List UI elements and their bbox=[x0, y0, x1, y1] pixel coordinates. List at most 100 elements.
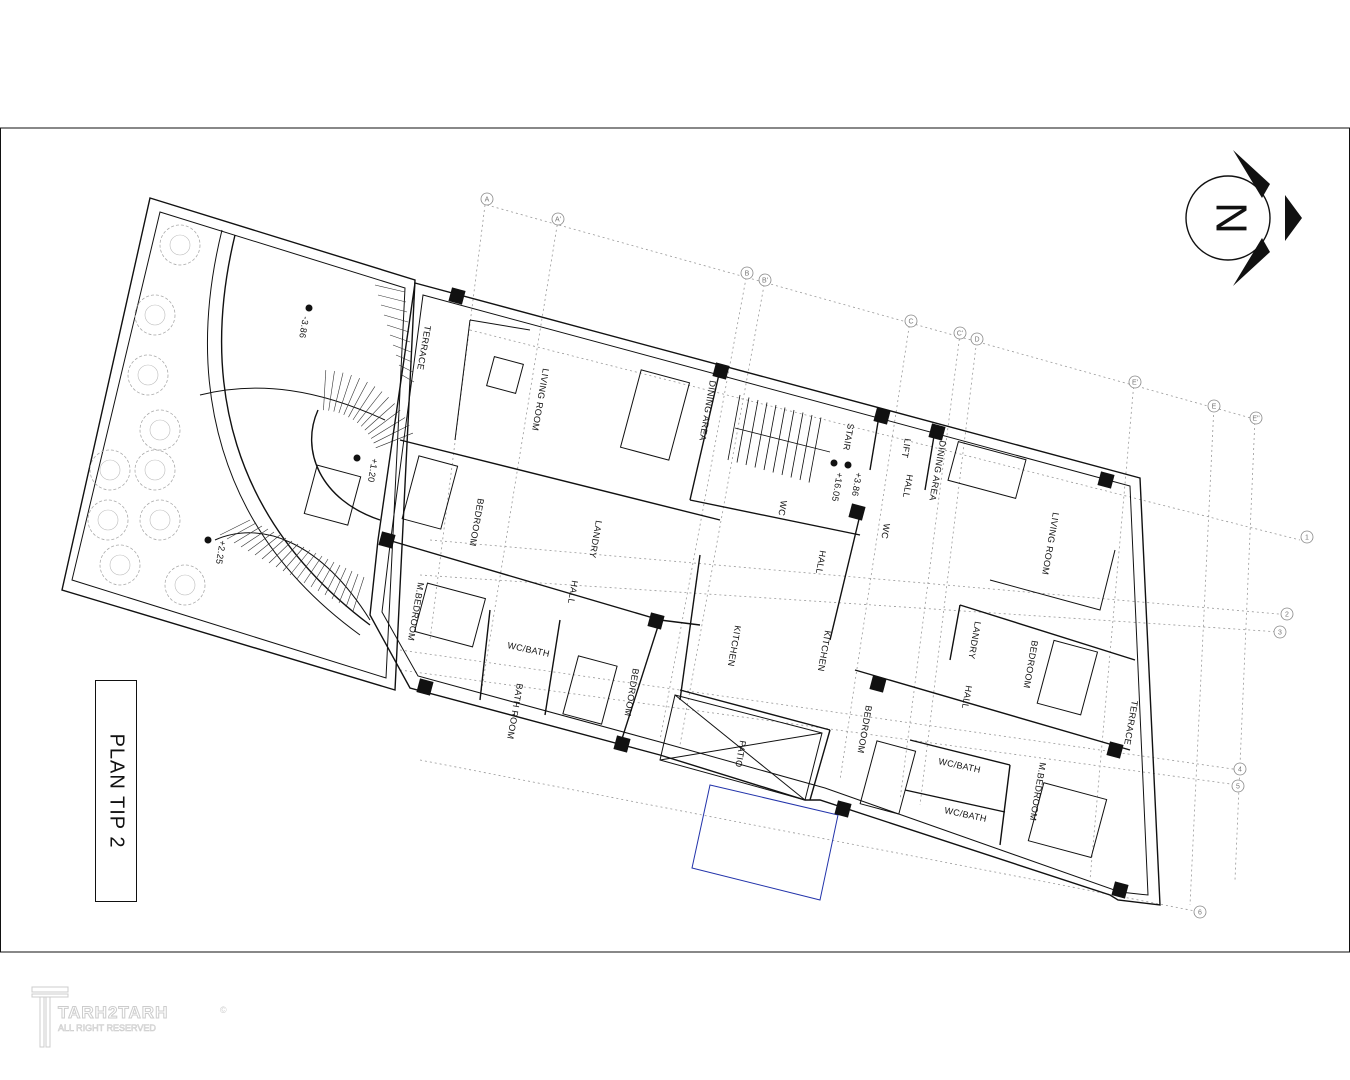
grid-bubble bbox=[953, 326, 967, 340]
tree-icon bbox=[139, 409, 181, 451]
building-walls bbox=[369, 282, 1161, 906]
grid-bubble bbox=[758, 273, 772, 287]
north-label: N bbox=[1206, 202, 1255, 234]
north-arrow: N bbox=[1185, 150, 1302, 286]
column bbox=[613, 735, 631, 753]
column bbox=[1106, 741, 1124, 759]
room-labels: TERRACE LIVING ROOM DINING AREA BEDROOM … bbox=[406, 325, 1140, 824]
grid-bubble-label: 1 bbox=[1305, 535, 1309, 542]
drawing-frame bbox=[0, 127, 1350, 953]
grid-bubble bbox=[1128, 375, 1142, 389]
label-terrace-right: TERRACE bbox=[1122, 700, 1140, 746]
grid-bubble-label: D bbox=[974, 337, 979, 344]
grid-bubble-label: A bbox=[485, 197, 490, 204]
grid-bubble bbox=[1300, 530, 1314, 544]
grid-bubble-label: A' bbox=[555, 217, 561, 224]
label-master-bedroom-right: M.BEDROOM bbox=[1028, 762, 1048, 822]
column bbox=[873, 407, 891, 425]
watermark-copyright: © bbox=[220, 1005, 227, 1015]
column bbox=[378, 531, 396, 549]
label-dining-area-left: DINING AREA bbox=[697, 380, 717, 442]
column bbox=[1097, 471, 1115, 489]
label-kitchen-right: KITCHEN bbox=[816, 630, 833, 673]
level-label: +3.86 bbox=[850, 472, 864, 498]
site-boundary bbox=[61, 197, 416, 691]
label-kitchen-left: KITCHEN bbox=[726, 625, 743, 668]
grid-bubble-label: 4 bbox=[1238, 767, 1242, 774]
column bbox=[848, 503, 866, 521]
level-label: -3.86 bbox=[297, 316, 311, 339]
grid-bubble bbox=[1193, 905, 1207, 919]
grid-bubble bbox=[1207, 399, 1221, 413]
label-living-room-right: LIVING ROOM bbox=[1040, 512, 1061, 576]
grid-bubble-label: 3 bbox=[1278, 630, 1282, 637]
label-bedroom-left-2: BEDROOM bbox=[623, 668, 641, 718]
label-wc-right: WC bbox=[879, 523, 892, 540]
label-bedroom-right-2: BEDROOM bbox=[856, 705, 874, 755]
grid-bubble-label: E bbox=[1212, 404, 1217, 411]
label-stair: STAIR bbox=[841, 423, 856, 452]
grid-bubble-label: B' bbox=[762, 278, 768, 285]
level-marker-icon bbox=[830, 459, 838, 467]
watermark-rights: ALL RIGHT RESERVED bbox=[58, 1023, 156, 1034]
label-bedroom-left-1: BEDROOM bbox=[468, 498, 486, 548]
grid-bubble bbox=[1233, 762, 1247, 776]
label-hall-right-top: HALL bbox=[901, 474, 915, 499]
column bbox=[834, 800, 852, 818]
grid-bubble-label: E'' bbox=[1252, 416, 1259, 423]
column-logo-icon bbox=[31, 986, 69, 1048]
label-patio: PATIO bbox=[733, 740, 748, 768]
grid-bubble-label: 6 bbox=[1198, 910, 1202, 917]
grid-bubble-label: C bbox=[908, 319, 913, 326]
watermark-brand: TARH2TARH bbox=[57, 1003, 169, 1023]
label-bedroom-right-1: BEDROOM bbox=[1022, 640, 1040, 690]
grid-bubble bbox=[740, 266, 754, 280]
level-marker-icon bbox=[844, 461, 852, 469]
label-wcbath-left: WC/BATH bbox=[507, 640, 551, 659]
tree-icon bbox=[159, 224, 201, 266]
tree-icon bbox=[87, 499, 129, 541]
grid-bubble-label: 5 bbox=[1236, 784, 1240, 791]
level-markers: -3.86 +1.20 +2.25 +3.86 +16.05 bbox=[204, 304, 864, 566]
tree-icon bbox=[164, 564, 206, 606]
label-dining-area-right: DINING AREA bbox=[927, 440, 947, 502]
grid-bubble-label: 2 bbox=[1285, 612, 1289, 619]
label-hall-right: HALL bbox=[960, 685, 974, 710]
grid-bubble-label: B bbox=[745, 271, 750, 278]
grid-bubble bbox=[480, 192, 494, 206]
column bbox=[416, 678, 434, 696]
level-label: +1.20 bbox=[366, 458, 380, 484]
label-wcbath-right-2: WC/BATH bbox=[944, 805, 988, 824]
plan-title-box bbox=[95, 680, 137, 902]
grid-bubble bbox=[1280, 607, 1294, 621]
furniture bbox=[401, 319, 1116, 859]
level-marker-icon bbox=[305, 304, 313, 312]
label-laundry-right: LANDRY bbox=[966, 621, 982, 660]
tree-icon bbox=[99, 544, 141, 586]
grid-bubble bbox=[970, 332, 984, 346]
label-hall-left: HALL bbox=[566, 580, 580, 605]
tree-icon bbox=[89, 449, 131, 491]
structural-columns bbox=[378, 287, 1129, 899]
label-wc-stair: WC bbox=[776, 500, 789, 517]
grid-bubble bbox=[1231, 779, 1245, 793]
tree-icon bbox=[134, 449, 176, 491]
label-hall-center: HALL bbox=[814, 550, 828, 575]
level-label: +16.05 bbox=[830, 472, 845, 503]
grid-bubble bbox=[904, 314, 918, 328]
level-label: +2.25 bbox=[214, 540, 228, 566]
curved-stair bbox=[199, 284, 415, 621]
level-marker-icon bbox=[204, 536, 212, 544]
tree-icon bbox=[134, 294, 176, 336]
label-laundry-left: LANDRY bbox=[587, 520, 603, 559]
grid-bubble bbox=[551, 212, 565, 226]
level-marker-icon bbox=[353, 454, 361, 462]
column bbox=[1111, 881, 1129, 899]
grid-bubble bbox=[1249, 411, 1263, 425]
column bbox=[647, 612, 665, 630]
tree-icon bbox=[127, 354, 169, 396]
column bbox=[448, 287, 466, 305]
grid-bubble-label: E' bbox=[1132, 380, 1138, 387]
